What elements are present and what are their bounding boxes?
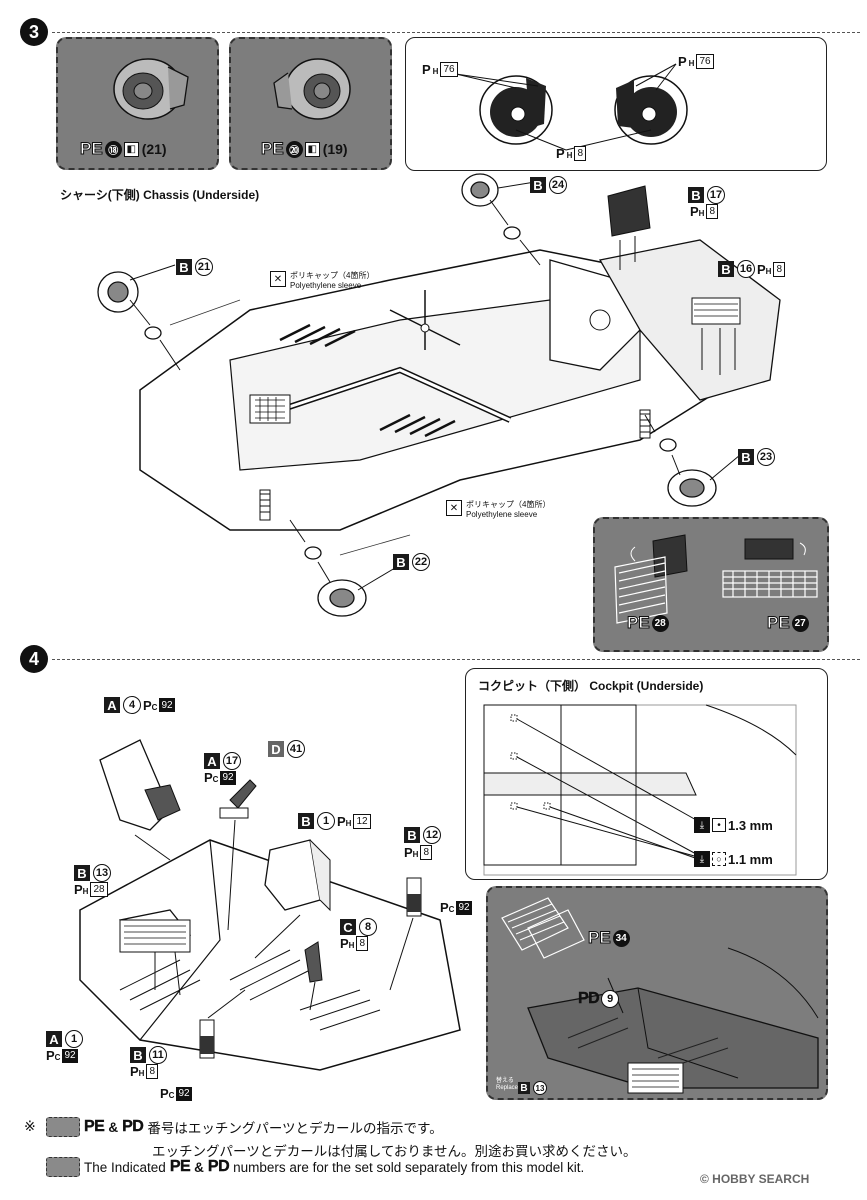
pe-20-label: PE ⑳ ◧ (19)	[261, 139, 348, 159]
hole-solid-icon: •	[712, 818, 726, 832]
brake-disc-drawing-b	[273, 58, 351, 120]
part-a1-label: A 1	[46, 1030, 83, 1048]
replace-note: 替える Replace	[496, 1078, 519, 1091]
pe-34-label: PE 34	[588, 928, 630, 948]
drill-icon: ⤓	[694, 851, 710, 867]
part-a4-label: A 4 PC 92	[104, 696, 175, 714]
replace-part-label: B 13	[518, 1081, 547, 1095]
part-b17-label: B 17	[688, 186, 725, 204]
part-a17-label: A 17	[204, 752, 241, 770]
part-b24-label: B 24	[530, 176, 567, 194]
cockpit-underside-panel: コクピット（下側） Cockpit (Underside) ⤓ • 1.3 mm…	[465, 668, 828, 880]
polycap-note-bottom: ✕ ポリキャップ（4箇所） Polyethylene sleeve	[446, 500, 550, 520]
pe-swatch-icon	[46, 1157, 80, 1177]
part-b13-ph-label: PH 28	[74, 882, 108, 897]
pe-panel-brake-a: PE ⑱ ◧ (21)	[56, 37, 219, 170]
pd-9-label: PD 9	[578, 990, 620, 1008]
part-b21-label: B 21	[176, 258, 213, 276]
part-b23-label: B 23	[738, 448, 775, 466]
pe-panel-brake-b: PE ⑳ ◧ (19)	[229, 37, 392, 170]
pe-panel-cockpit: PE 34 PD 9 替える Replace B 13	[486, 886, 828, 1100]
part-b16-label: B 16 PH 8	[718, 260, 786, 278]
decal-icon: ◧	[123, 141, 139, 157]
step-4-number: 4	[20, 645, 48, 673]
hole-dashed-icon: ○	[712, 852, 726, 866]
note-line-2: エッチングパーツとデカールは付属しておりません。別途お買い求めください。	[152, 1144, 637, 1159]
grille-etching-drawing	[614, 534, 818, 624]
part-c8-label: C 8	[340, 918, 377, 936]
drill-1-3mm-label: ⤓ • 1.3 mm	[694, 817, 773, 833]
part-b11-ph-label: PH 8	[130, 1064, 159, 1079]
pe-swatch-icon	[46, 1117, 80, 1137]
note-line-3: The Indicated PE & PD numbers are for th…	[46, 1157, 584, 1177]
pe-28-label: PE 28	[627, 613, 669, 633]
decal-icon: ◧	[304, 141, 320, 157]
part-d41-label: D 41	[268, 740, 305, 758]
brake-disc-drawing	[113, 58, 189, 120]
step-4-divider	[52, 659, 860, 660]
pe-18-label: PE ⑱ ◧ (21)	[80, 139, 167, 159]
part-b1-label: B 1 PH 12	[298, 812, 371, 830]
part-a1-pc-label: PC 92	[46, 1048, 78, 1063]
part-b11-label: B 11	[130, 1046, 167, 1064]
chassis-underside-drawing	[97, 173, 781, 617]
watermark: © HOBBY SEARCH	[700, 1172, 810, 1186]
part-c8-ph-label: PH 8	[340, 936, 369, 951]
cockpit-floor-drawing	[79, 739, 461, 1071]
part-b22-label: B 22	[393, 553, 430, 571]
pe-panel-grilles: PE 28 PE 27	[593, 517, 829, 652]
cockpit-title: コクピット（下側） Cockpit (Underside)	[478, 679, 704, 693]
brake-painting-drawing	[455, 63, 688, 151]
polycap-icon: ✕	[270, 271, 286, 287]
drill-icon: ⤓	[694, 817, 710, 833]
cockpit-pe-drawing	[501, 897, 819, 1094]
note-mark: ※	[24, 1118, 36, 1134]
pe-27-label: PE 27	[767, 613, 809, 633]
part-b12-ph-label: PH 8	[404, 845, 433, 860]
part-pc92-a-label: PC 92	[440, 900, 472, 915]
part-b17-ph-label: PH 8	[690, 204, 719, 219]
drill-1-1mm-label: ⤓ ○ 1.1 mm	[694, 851, 773, 867]
note-line-1: PE & PD 番号はエッチングパーツとデカールの指示です。	[46, 1117, 443, 1137]
part-b13-label: B 13	[74, 864, 111, 882]
polycap-note-top: ✕ ポリキャップ（4箇所） Polyethylene sleeve	[270, 271, 374, 291]
polycap-icon: ✕	[446, 500, 462, 516]
step-3-number: 3	[20, 18, 48, 46]
part-b12-label: B 12	[404, 826, 441, 844]
step-3-divider	[52, 32, 860, 33]
cockpit-drilling-drawing	[483, 704, 797, 876]
chassis-section-title: シャーシ(下側) Chassis (Underside)	[60, 188, 260, 202]
part-a17-pc-label: PC 92	[204, 770, 236, 785]
part-pc92-b-label: PC 92	[160, 1086, 192, 1101]
